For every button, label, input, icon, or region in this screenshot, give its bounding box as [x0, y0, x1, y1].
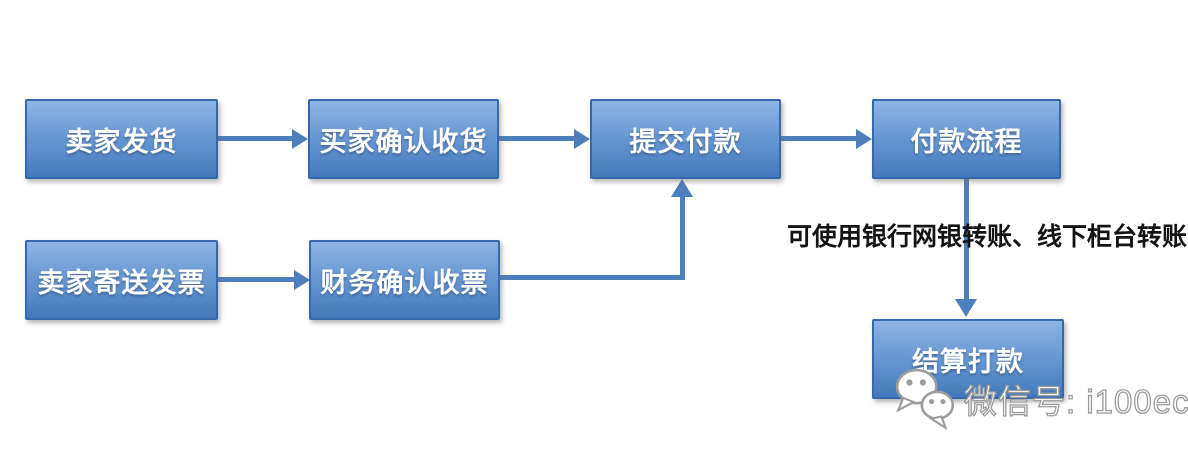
node-submit-payment: 提交付款 [590, 99, 781, 179]
arrow-process-to-settlement-line [964, 179, 969, 301]
node-finance-confirms-invoice: 财务确认收票 [309, 240, 500, 320]
arrow-finance-to-submit-hline [500, 275, 685, 280]
node-seller-sends-invoice: 卖家寄送发票 [25, 240, 218, 320]
wechat-icon [895, 368, 955, 431]
arrow-seller-to-buyer-head [292, 129, 308, 149]
arrow-buyer-to-submit-head [574, 129, 590, 149]
arrow-finance-to-submit-vline [680, 196, 685, 280]
arrow-buyer-to-submit-line [499, 136, 574, 141]
node-seller-ships: 卖家发货 [25, 99, 218, 179]
arrow-submit-to-process-head [856, 129, 872, 149]
arrow-submit-to-process-line [781, 136, 856, 141]
arrow-invoice-to-finance-head [294, 270, 310, 290]
watermark: 微信号: i100ec [894, 366, 1188, 432]
arrow-seller-to-buyer-line [217, 136, 293, 141]
node-buyer-confirms-receipt: 买家确认收货 [308, 99, 499, 179]
node-payment-process: 付款流程 [872, 99, 1061, 179]
arrow-invoice-to-finance-line [218, 277, 294, 282]
watermark-label: 微信号: i100ec [963, 382, 1188, 420]
arrow-process-to-settlement-head [955, 299, 977, 317]
annotation-transfer-methods: 可使用银行网银转账、线下柜台转账 [787, 223, 1188, 251]
arrow-finance-to-submit-head [671, 179, 693, 197]
